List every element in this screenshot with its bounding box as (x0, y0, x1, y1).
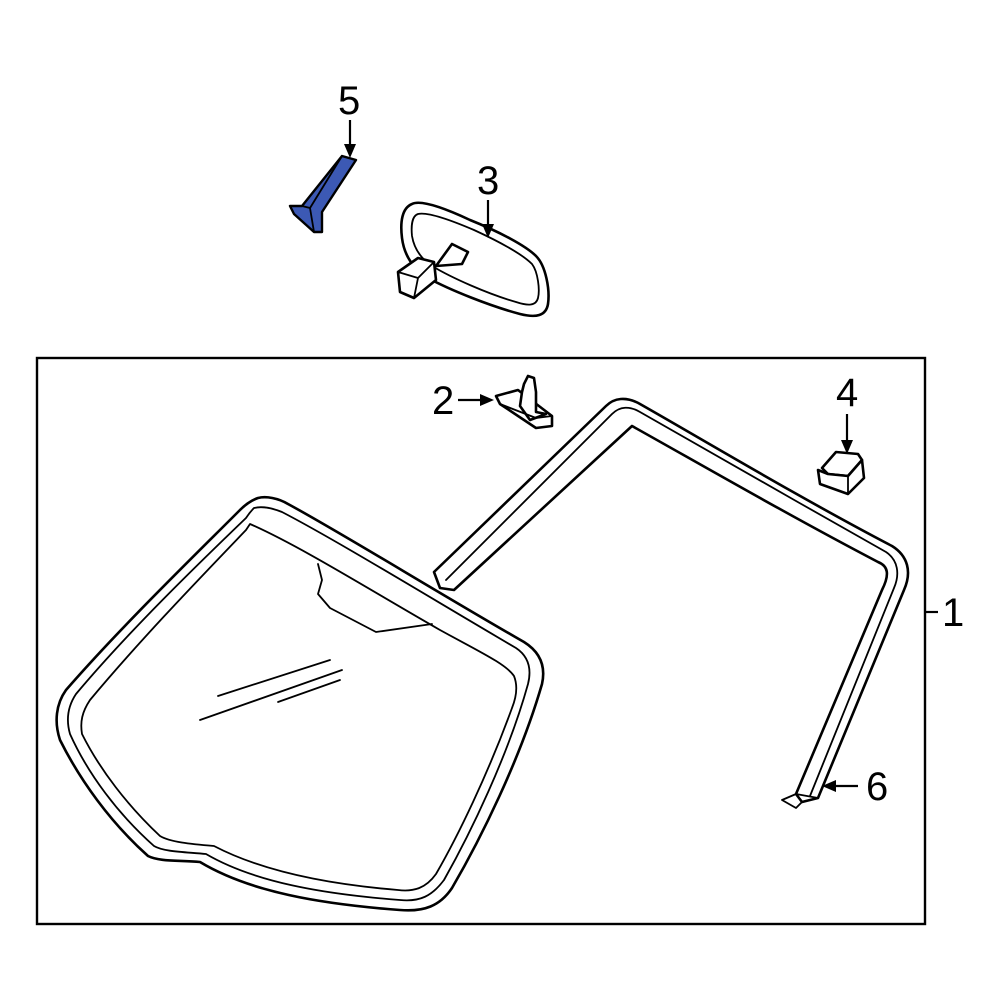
mirror-mount-edge (397, 261, 435, 299)
glass-inner (67, 506, 531, 902)
molding-end-left (433, 571, 455, 591)
callout-3-label: 3 (477, 159, 499, 203)
glass-black-band (80, 523, 518, 892)
glass-reflection-2 (199, 669, 343, 721)
callout-6: 6 (822, 765, 888, 809)
mirror-body (400, 201, 550, 318)
callout-1: 1 (925, 591, 964, 635)
callout-4: 4 (836, 371, 858, 454)
callout-2-label: 2 (432, 379, 454, 423)
part-5-shape (288, 154, 358, 234)
part-6-windshield-molding[interactable] (432, 397, 910, 809)
glass-reflection-1 (217, 659, 331, 697)
windshield-glass[interactable] (55, 495, 545, 912)
mirror-mount-area (317, 563, 433, 633)
callout-5-label: 5 (338, 79, 360, 123)
molding-inner-line (445, 406, 899, 797)
pad-body (816, 458, 866, 496)
mirror-glass (410, 212, 540, 306)
callout-6-arrow (822, 780, 836, 792)
part-5-edge-2 (301, 205, 311, 209)
part-3-rear-view-mirror[interactable] (396, 201, 550, 318)
part-4-pad[interactable] (816, 450, 866, 496)
callout-4-label: 4 (836, 371, 858, 415)
part-2-clip[interactable] (494, 374, 554, 430)
callout-2: 2 (432, 379, 494, 423)
clip-post (518, 374, 548, 422)
molding-end-right (781, 793, 819, 809)
callout-1-label: 1 (942, 591, 964, 635)
callout-5-arrow (344, 144, 356, 158)
glass-reflection-3 (277, 679, 341, 703)
callout-3-arrow (482, 224, 494, 238)
part-5-mirror-cover[interactable] (288, 154, 358, 234)
assembly-frame (35, 356, 927, 926)
callout-6-label: 6 (866, 765, 888, 809)
callout-4-arrow (841, 440, 853, 454)
callout-2-arrow (480, 394, 494, 406)
callout-5: 5 (338, 79, 360, 158)
molding-outer (432, 397, 910, 804)
mirror-stem (434, 242, 470, 268)
callout-3: 3 (477, 159, 499, 238)
clip-edge (499, 403, 553, 419)
